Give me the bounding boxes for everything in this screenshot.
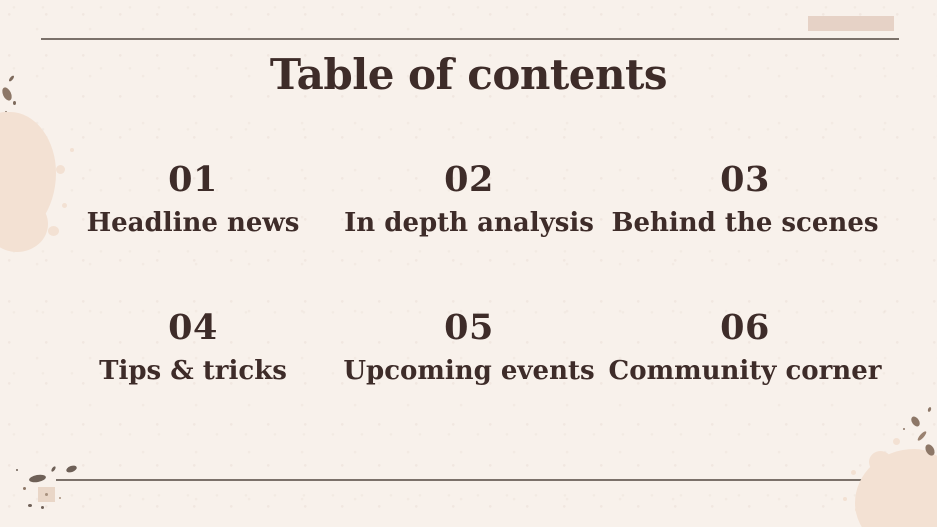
toc-item-community-corner: 06 Community corner — [607, 306, 883, 386]
paint-blob-bottom-right-dot — [893, 438, 900, 445]
toc-item-tips-and-tricks: 04 Tips & tricks — [55, 306, 331, 386]
toc-item-number: 05 — [444, 307, 494, 348]
paint-splatter-bottom-left — [50, 465, 57, 473]
toc-item-upcoming-events: 05 Upcoming events — [331, 306, 607, 386]
paint-splatter-bottom-left — [41, 506, 44, 509]
toc-item-label: Headline news — [86, 208, 300, 238]
toc-item-in-depth-analysis: 02 In depth analysis — [331, 158, 607, 238]
toc-item-label: In depth analysis — [344, 208, 594, 238]
paint-blob-bottom-right-dot — [860, 482, 875, 496]
bottom-divider — [56, 479, 896, 481]
paint-blob-left-dot — [70, 148, 74, 152]
paint-splatter-bottom-left — [16, 469, 18, 471]
toc-item-label: Community corner — [608, 356, 882, 386]
toc-item-label: Upcoming events — [343, 356, 595, 386]
toc-item-behind-the-scenes: 03 Behind the scenes — [607, 158, 883, 238]
paint-splatter-bottom-right — [903, 428, 905, 430]
paint-blob-left — [0, 196, 48, 252]
toc-item-headline-news: 01 Headline news — [55, 158, 331, 238]
paint-splatter-bottom-right — [909, 414, 922, 429]
toc-item-label: Tips & tricks — [99, 356, 287, 386]
toc-item-number: 04 — [168, 307, 218, 348]
paint-splatter-top-left — [13, 101, 16, 105]
page-title: Table of contents — [269, 50, 668, 99]
paint-splatter-bottom-right — [927, 406, 932, 413]
toc-item-number: 06 — [720, 307, 770, 348]
toc-item-number: 01 — [168, 159, 218, 200]
toc-item-number: 03 — [720, 159, 770, 200]
header-accent-rectangle — [808, 16, 894, 31]
paint-splatter-bottom-left — [28, 473, 47, 484]
paint-splatter-bottom-right — [916, 430, 928, 442]
paint-splatter-bottom-left — [23, 487, 26, 490]
paint-blob-bottom-right-dot — [851, 470, 856, 475]
toc-item-label: Behind the scenes — [611, 208, 879, 238]
paint-splatter-bottom-left — [28, 504, 32, 507]
paint-blob-bottom-right-dot — [869, 451, 892, 473]
paint-blob-bottom-right-dot — [843, 497, 847, 501]
paint-splatter-bottom-left — [65, 464, 78, 474]
paint-blob-left-dot — [56, 165, 65, 174]
paint-blob-bottom-right-dot — [905, 452, 909, 456]
paint-blob-bottom-right-dot — [855, 507, 860, 512]
paint-splatter-bottom-left — [59, 497, 61, 499]
paint-blob-left-dot — [48, 226, 59, 236]
toc-item-number: 02 — [444, 159, 494, 200]
paint-blob-left-dot — [62, 203, 67, 208]
accent-square-dot — [45, 493, 48, 496]
toc-grid: 01 Headline news 02 In depth analysis 03… — [55, 158, 883, 386]
top-divider — [41, 38, 899, 40]
